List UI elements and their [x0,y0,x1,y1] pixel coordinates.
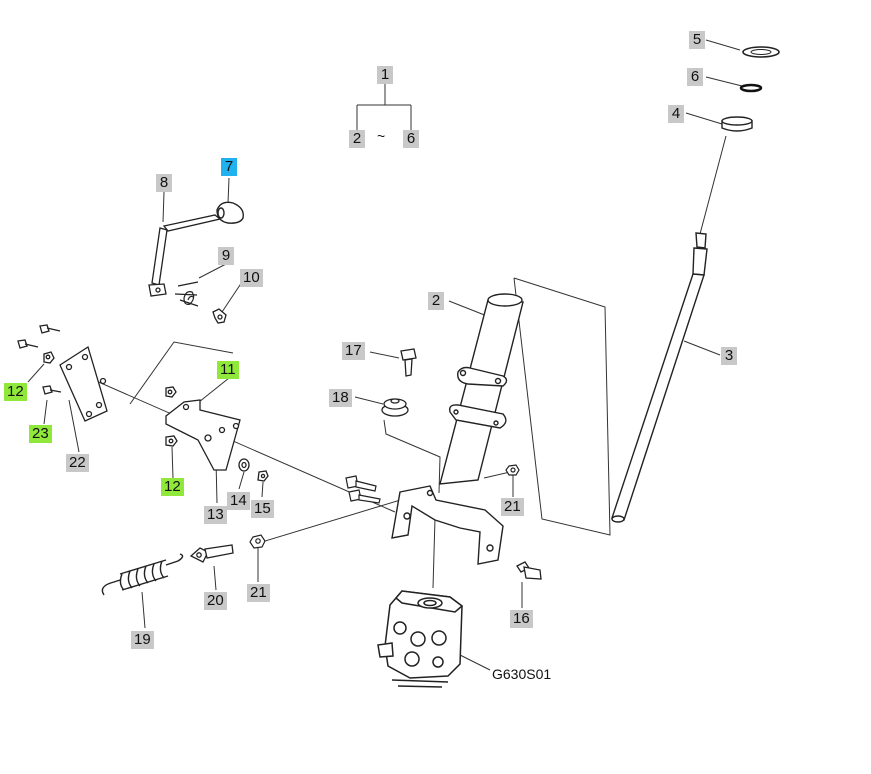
callout-23-highlighted: 23 [29,425,52,443]
callout-7-highlighted: 7 [221,158,237,176]
callout-18: 18 [329,389,352,407]
callout-1: 1 [377,66,393,84]
range-separator: ~ [377,128,386,144]
callout-12-highlighted: 12 [161,478,184,496]
callout-4: 4 [668,105,684,123]
callout-6: 6 [687,68,703,86]
callout-21-right: 21 [501,498,524,516]
callout-10: 10 [240,269,263,287]
callout-13: 13 [204,506,227,524]
callout-3: 3 [721,347,737,365]
callout-2-range-start: 2 [349,130,365,148]
callout-21-left: 21 [247,584,270,602]
figure-code: G630S01 [492,666,552,682]
callout-12-left-highlighted: 12 [4,383,27,401]
callout-16: 16 [510,610,533,628]
callout-17: 17 [342,342,365,360]
callout-22: 22 [66,454,89,472]
callout-15: 15 [251,500,274,518]
callout-2: 2 [428,292,444,310]
callout-9: 9 [218,247,234,265]
callout-11-highlighted: 11 [217,361,239,379]
callout-20: 20 [204,592,227,610]
callout-5: 5 [689,31,705,49]
callout-14: 14 [227,492,250,510]
callout-8: 8 [156,174,172,192]
callout-6-range-end: 6 [403,130,419,148]
callout-19: 19 [131,631,154,649]
